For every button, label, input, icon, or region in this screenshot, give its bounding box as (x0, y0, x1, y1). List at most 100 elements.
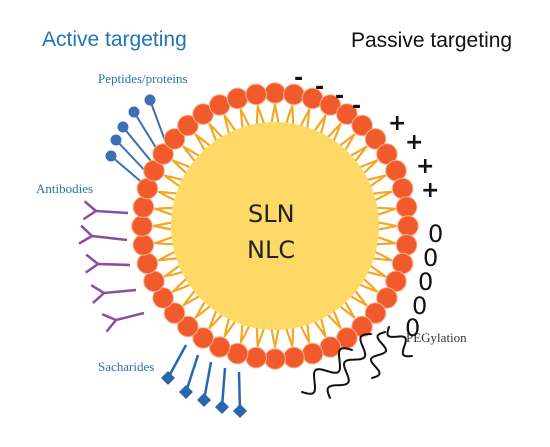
antibody (85, 253, 131, 274)
phospholipid-head (385, 270, 407, 293)
peptide-ball (105, 150, 117, 162)
phospholipid-head (177, 315, 199, 338)
lipid-core (171, 122, 379, 330)
saccharide-diamond (161, 371, 175, 385)
ligands-group (78, 94, 247, 418)
phospholipid-head (264, 348, 286, 370)
neutral-charge-4: 0 (412, 292, 428, 320)
phospholipid-head (143, 159, 165, 182)
peptide-ball (128, 106, 140, 118)
phospholipid-head (364, 128, 387, 150)
phospholipid-head (152, 287, 174, 309)
peg-chain (326, 333, 372, 399)
saccharide (215, 367, 229, 414)
saccharide-stick (202, 361, 213, 401)
antibody-arm (92, 292, 105, 305)
phospholipid-head (208, 336, 231, 358)
phospholipid-head (136, 252, 159, 275)
active-targeting-heading: Active targeting (42, 28, 187, 51)
antibody-arm (78, 234, 93, 245)
saccharide-diamond (179, 385, 193, 399)
saccharide-diamond (197, 393, 211, 407)
positive-charge-4: + (421, 178, 440, 203)
negative-charge-4: - (352, 94, 362, 119)
phospholipid-head (132, 234, 155, 256)
phospholipid-head (301, 342, 324, 365)
antibody (78, 224, 128, 245)
negative-charge-1: - (294, 66, 304, 91)
neutral-charge-2: 0 (423, 244, 439, 272)
phospholipid-head (395, 234, 418, 256)
passive-targeting-heading: Passive targeting (351, 29, 513, 52)
antibody-arm (105, 319, 117, 333)
antibody-stem (103, 288, 137, 295)
phospholipid-head (192, 327, 214, 349)
antibody (101, 311, 145, 333)
saccharide-stick (184, 354, 200, 393)
saccharide (197, 361, 213, 407)
phospholipid-head (226, 87, 249, 110)
phospholipid-head (131, 215, 153, 237)
saccharides-label: Sacharides (98, 359, 155, 374)
peptide-stick (122, 126, 156, 167)
phospholipid-heads (131, 82, 419, 370)
phospholipid-head (163, 128, 186, 150)
phospholipid-head (177, 114, 199, 137)
antibody-stem (97, 262, 131, 267)
core-label-nlc: NLC (247, 236, 296, 264)
saccharide (161, 344, 188, 385)
positive-charge-2: + (405, 130, 424, 155)
phospholipid-head (376, 143, 398, 165)
antibody-arm (85, 262, 99, 274)
antibodies-label: Antibodies (36, 181, 94, 196)
peg-chain (369, 331, 388, 379)
phospholipid-head (245, 83, 267, 106)
neutral-charge-5: 0 (405, 314, 421, 342)
saccharide (179, 354, 200, 399)
core-label-sln: SLN (248, 200, 295, 228)
saccharide-diamond (233, 404, 247, 418)
phospholipid-head (283, 346, 305, 369)
saccharide-stick (166, 344, 188, 379)
phospholipid-head (391, 177, 414, 200)
phospholipid-head (395, 196, 418, 218)
phospholipid-head (245, 346, 267, 369)
antibody (82, 200, 129, 221)
positive-charge-1: + (388, 111, 407, 136)
antibody (90, 284, 137, 305)
pegylation-label: PEGylation (406, 330, 467, 345)
peptide-ball (144, 94, 156, 106)
phospholipid-head (351, 114, 373, 137)
phospholipid-head (132, 196, 155, 218)
phospholipid-head (163, 302, 186, 324)
phospholipid-head (397, 215, 419, 237)
phospholipid-head (319, 94, 342, 116)
phospholipid-head (192, 103, 214, 125)
neutral-charge-1: 0 (428, 220, 444, 248)
phospholipid-head (376, 287, 398, 309)
peptide-ball (117, 121, 129, 133)
antibody-arm (82, 209, 97, 221)
antibody-arm (83, 200, 97, 212)
peptides-label: Peptides/proteins (98, 71, 188, 86)
phospholipid-head (336, 103, 358, 125)
antibody-stem (91, 234, 128, 242)
antibody-arm (85, 253, 99, 265)
phospholipid-head (364, 302, 387, 324)
neutral-charge-3: 0 (418, 268, 434, 296)
peg-chain (301, 347, 353, 395)
antibody-arm (80, 224, 93, 237)
peg-chains (301, 326, 413, 399)
antibody-stem (95, 209, 129, 215)
saccharide-diamond (215, 400, 229, 414)
antibody-arm (101, 313, 117, 322)
peg-chain (386, 326, 413, 358)
antibody-arm (90, 284, 105, 295)
negative-charge-2: - (315, 75, 325, 100)
antibody-stem (115, 311, 145, 322)
peptide-ball (110, 134, 122, 146)
positive-charge-3: + (416, 154, 435, 179)
saccharide (233, 371, 247, 418)
